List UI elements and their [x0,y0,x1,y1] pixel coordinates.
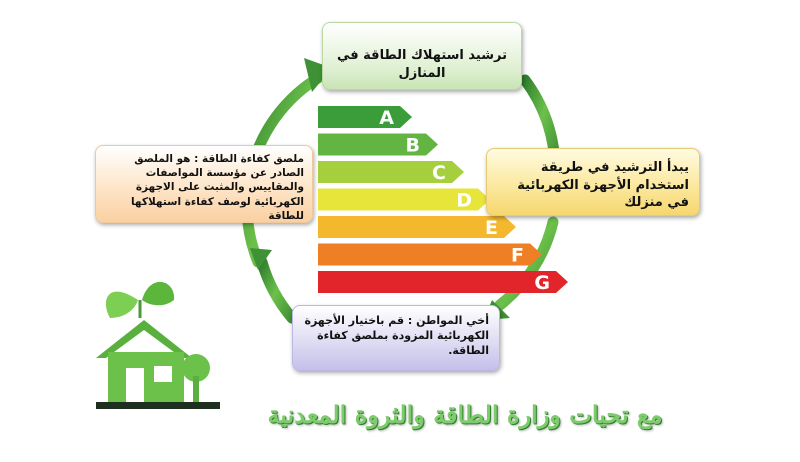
citizen-advice-box: أخي المواطن : قم باختيار الأجهزة الكهربا… [292,305,500,371]
label-definition-box: ملصق كفاءة الطاقة : هو الملصق الصادر عن … [95,145,313,223]
title-text: ترشيد استهلاك الطاقة في المنازل [336,48,507,81]
usage-advice-box: يبدأ الترشيد في طريقة استخدام الأجهزة ال… [486,148,700,216]
energy-class-letter-a: A [379,107,394,129]
energy-class-bar-b [318,133,438,156]
energy-class-bar-d [318,188,490,211]
energy-class-bar-g [318,271,568,293]
label-definition-text: ملصق كفاءة الطاقة : هو الملصق الصادر عن … [130,153,304,222]
citizen-advice-text: أخي المواطن : قم باختيار الأجهزة الكهربا… [304,314,489,357]
energy-class-letter-g: G [534,272,550,294]
energy-class-bar-f [318,243,542,266]
energy-class-letter-c: C [432,162,446,184]
energy-class-bar-a [318,106,412,128]
energy-class-letter-b: B [406,135,420,157]
energy-class-letter-f: F [511,245,524,267]
rationalization-title-box: ترشيد استهلاك الطاقة في المنازل [322,22,522,90]
usage-advice-text: يبدأ الترشيد في طريقة استخدام الأجهزة ال… [517,160,689,211]
eco-house-icon [96,281,220,409]
energy-class-bar-c [318,161,464,183]
arrow-head-icon [250,248,272,270]
ministry-footer: مع تحيات وزارة الطاقة والثروة المعدنية [230,400,700,440]
energy-class-letter-d: D [456,190,472,212]
energy-class-bar-e [318,216,516,238]
footer-text: مع تحيات وزارة الطاقة والثروة المعدنية [267,400,663,429]
energy-class-letter-e: E [485,217,498,239]
